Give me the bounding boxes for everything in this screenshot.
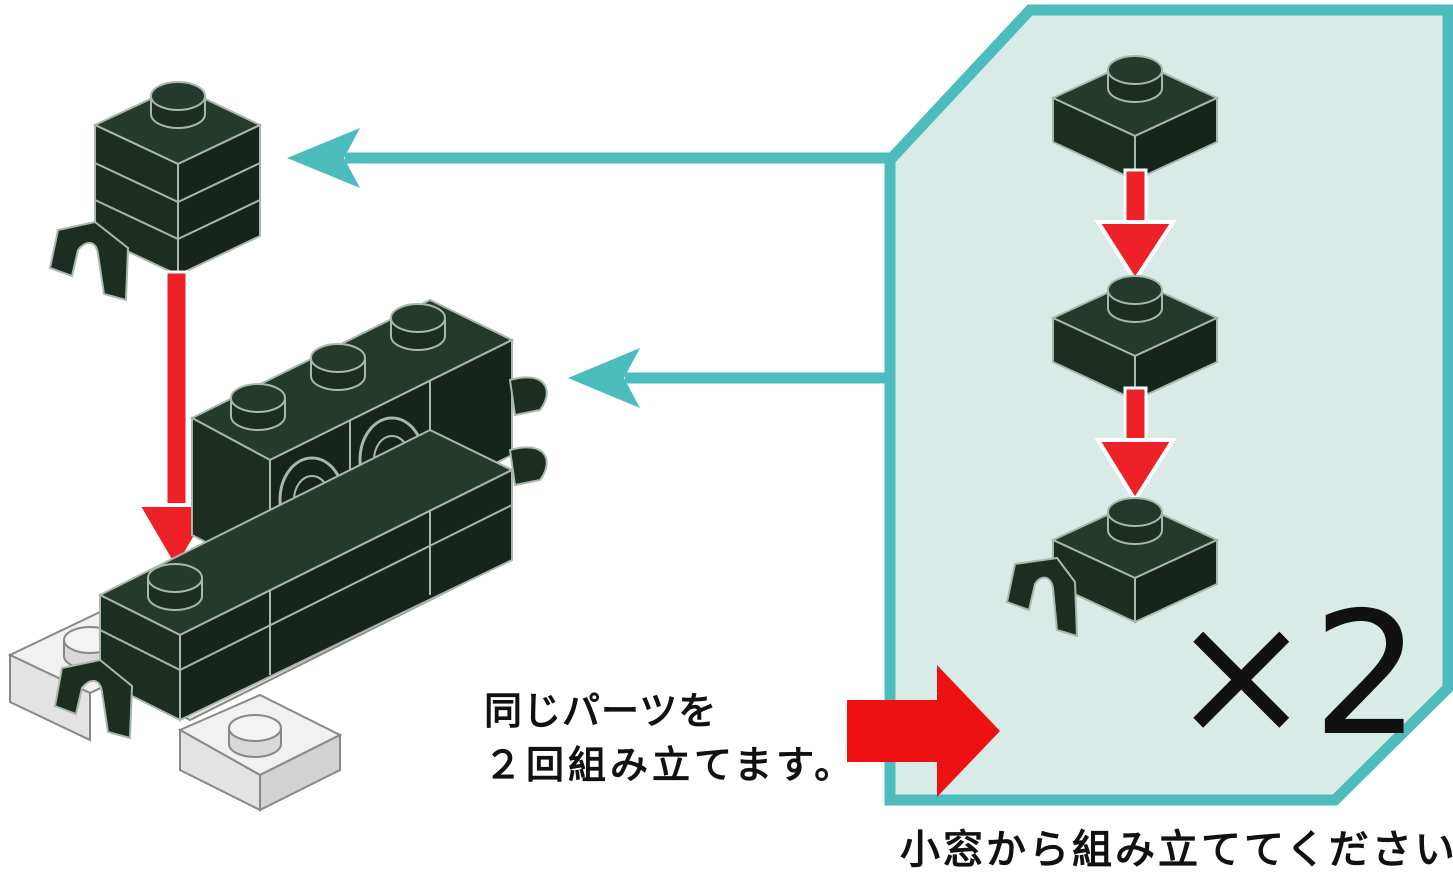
brick-1x1-clip-icon	[48, 81, 263, 302]
note-line1: 同じパーツを	[484, 689, 718, 733]
down-arrow-icon	[1094, 168, 1177, 284]
footer-instruction: 小窓から組み立ててください	[900, 827, 1453, 873]
right-arrow-icon	[847, 665, 1000, 797]
down-arrow-icon	[1094, 386, 1177, 504]
left-arrow-icon	[568, 348, 890, 408]
brick-assembly-icon	[7, 298, 548, 812]
left-arrow-icon	[287, 128, 890, 188]
repeat-count: ×2	[1170, 576, 1421, 774]
note-line2: ２回組み立てます。	[484, 743, 857, 787]
plate-clip-icon	[1005, 498, 1217, 638]
